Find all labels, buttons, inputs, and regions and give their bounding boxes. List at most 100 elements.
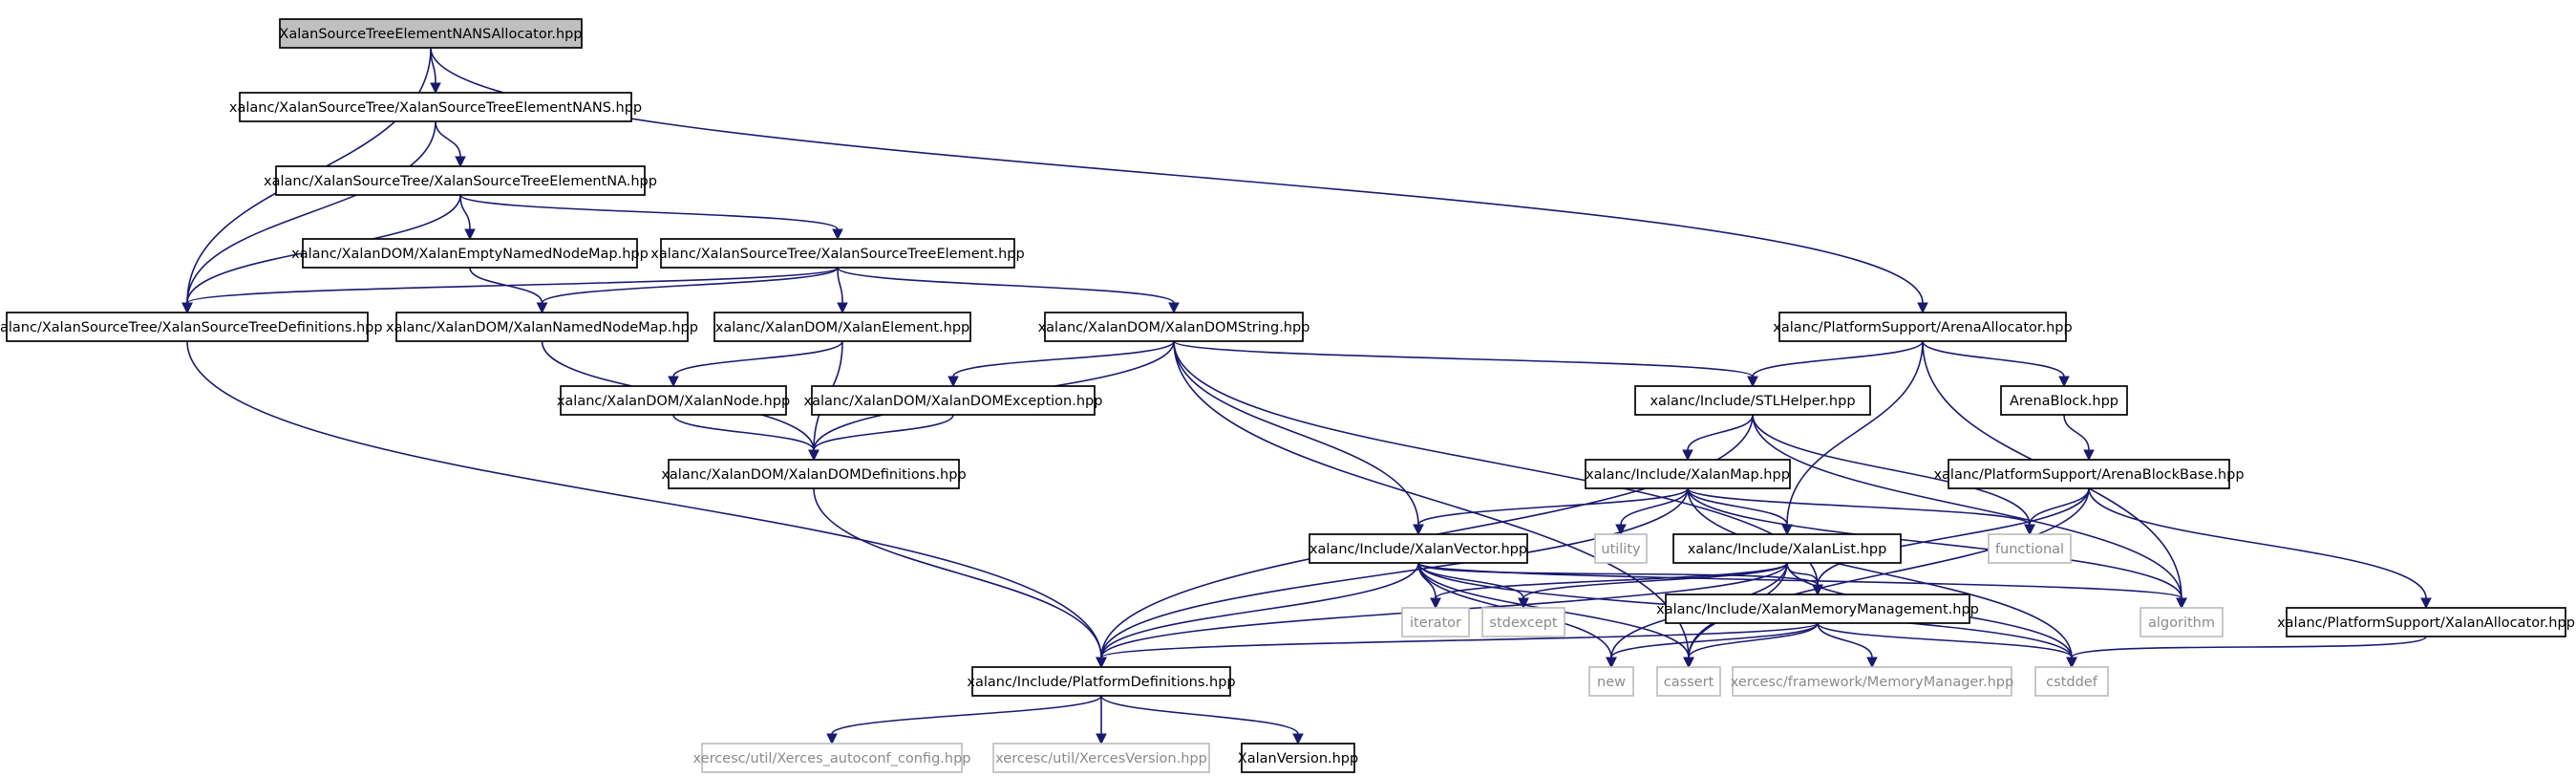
edge-line [1817,622,2073,658]
node-label: xalanc/XalanDOM/XalanDOMString.hpp [1038,320,1310,335]
node-stelement[interactable]: xalanc/XalanSourceTree/XalanSourceTreeEl… [650,238,1025,269]
node-utility[interactable]: utility [1594,533,1648,564]
edge-line [1786,340,1924,526]
edge-line [186,120,436,304]
node-box[interactable] [1634,385,1871,416]
node-label: xalanc/XalanSourceTree/XalanSourceTreeEl… [229,100,642,116]
node-box[interactable] [1594,533,1648,564]
node-box[interactable] [2286,607,2566,637]
node-box[interactable] [713,312,971,342]
node-label: stdexcept [1489,615,1558,631]
node-label: utility [1601,542,1641,557]
node-xalanmap[interactable]: xalanc/Include/XalanMap.hpp [1585,459,1791,489]
edge-arrowhead [1683,657,1694,669]
node-iterator[interactable]: iterator [1401,607,1470,637]
node-stlhelper[interactable]: xalanc/Include/STLHelper.hpp [1634,385,1871,416]
edge-arrowhead [1917,302,1928,314]
node-algorithm[interactable]: algorithm [2140,607,2224,637]
edge-domstring-to-xvector [1173,340,1424,536]
node-box[interactable] [701,743,963,773]
node-box[interactable] [2140,607,2224,637]
node-label: xercesc/util/Xerces_autoconf_config.hpp [693,751,971,766]
node-box[interactable] [1656,666,1721,697]
edge-na-to-emptymap [459,194,476,241]
node-xvector[interactable]: xalanc/Include/XalanVector.hpp [1309,533,1528,564]
node-box[interactable] [1732,666,2012,697]
node-box[interactable] [2034,666,2109,697]
node-cassert[interactable]: cassert [1656,666,1721,697]
node-nodemap[interactable]: xalanc/XalanDOM/XalanNamedNodeMap.hpp [386,312,698,342]
edge-arrowhead [430,82,441,95]
node-new[interactable]: new [1588,666,1634,697]
node-box[interactable] [1044,312,1304,342]
edge-arrowhead [1747,376,1758,388]
node-xallocator[interactable]: xalanc/PlatformSupport/XalanAllocator.hp… [2277,607,2575,637]
node-arenablock[interactable]: ArenaBlock.hpp [2000,385,2128,416]
edge-arenablockbase-to-xallocator [2088,487,2432,610]
edge-xalanmap-to-functional [1687,487,2035,536]
node-stdefs[interactable]: xalanc/XalanSourceTree/XalanSourceTreeDe… [0,312,383,342]
edge-line [1687,487,1788,526]
node-box[interactable] [971,666,1231,697]
node-element[interactable]: xalanc/XalanDOM/XalanElement.hpp [713,312,971,342]
node-arenablockbase[interactable]: xalanc/PlatformSupport/ArenaBlockBase.hp… [1933,459,2245,489]
node-box[interactable] [1585,459,1791,489]
edge-arrowhead [1430,597,1441,610]
node-arena[interactable]: xalanc/PlatformSupport/ArenaAllocator.hp… [1773,312,2073,342]
node-nans[interactable]: xalanc/XalanSourceTree/XalanSourceTreeEl… [229,92,642,122]
node-box[interactable] [1665,594,1970,624]
edge-line [1687,487,2031,526]
edge-domstring-to-domexc [947,340,1175,388]
node-box[interactable] [275,165,646,196]
node-box[interactable] [1672,533,1902,564]
node-box[interactable] [1988,533,2072,564]
node-box[interactable] [6,312,369,342]
node-box[interactable] [1948,459,2230,489]
node-memmgmt[interactable]: xalanc/Include/XalanMemoryManagement.hpp [1656,594,1979,624]
node-root[interactable]: XalanSourceTreeElementNANSAllocator.hpp [279,18,583,49]
node-box[interactable] [1778,312,2067,342]
node-xercesver[interactable]: xercesc/util/XercesVersion.hpp [992,743,1210,773]
node-box[interactable] [1588,666,1634,697]
edge-line [1687,487,2073,658]
node-box[interactable] [660,238,1015,269]
edge-line [1417,562,2182,599]
node-functional[interactable]: functional [1988,533,2072,564]
node-xalanver[interactable]: XalanVersion.hpp [1238,743,1358,773]
node-box[interactable] [302,238,638,269]
edge-line [2063,414,2090,451]
node-autoconf[interactable]: xercesc/util/Xerces_autoconf_config.hpp [693,743,971,773]
node-box[interactable] [239,92,632,122]
node-platdefs[interactable]: xalanc/Include/PlatformDefinitions.hpp [967,666,1236,697]
edge-arrowhead [826,733,838,745]
node-emptymap[interactable]: xalanc/XalanDOM/XalanEmptyNamedNodeMap.h… [291,238,649,269]
node-label: xalanc/Include/XalanMemoryManagement.hpp [1656,602,1979,617]
node-na[interactable]: xalanc/XalanSourceTree/XalanSourceTreeEl… [264,165,657,196]
node-box[interactable] [2000,385,2128,416]
node-box[interactable] [560,385,787,416]
node-box[interactable] [1401,607,1470,637]
node-box[interactable] [395,312,689,342]
node-domexc[interactable]: xalanc/XalanDOM/XalanDOMException.hpp [804,385,1103,416]
edge-line [1610,622,1819,658]
node-xlist[interactable]: xalanc/Include/XalanList.hpp [1672,533,1902,564]
edge-arrowhead [1096,733,1107,745]
node-box[interactable] [811,385,1096,416]
node-label: cassert [1664,675,1714,690]
node-memmgr[interactable]: xercesc/framework/MemoryManager.hpp [1731,666,2013,697]
node-box[interactable] [1309,533,1528,564]
node-box[interactable] [1241,743,1355,773]
node-domstring[interactable]: xalanc/XalanDOM/XalanDOMString.hpp [1038,312,1310,342]
node-box[interactable] [668,459,960,489]
node-node[interactable]: xalanc/XalanDOM/XalanNode.hpp [557,385,790,416]
node-label: new [1597,675,1626,690]
node-domdefs[interactable]: xalanc/XalanDOM/XalanDOMDefinitions.hpp [661,459,967,489]
node-box[interactable] [992,743,1210,773]
node-cstddef[interactable]: cstddef [2034,666,2109,697]
edge-line [952,340,1175,378]
node-label: xalanc/XalanDOM/XalanNamedNodeMap.hpp [386,320,698,335]
node-stdexcept[interactable]: stdexcept [1481,607,1565,637]
node-box[interactable] [1481,607,1565,637]
node-box[interactable] [279,18,583,49]
edge-line [1922,340,2065,378]
